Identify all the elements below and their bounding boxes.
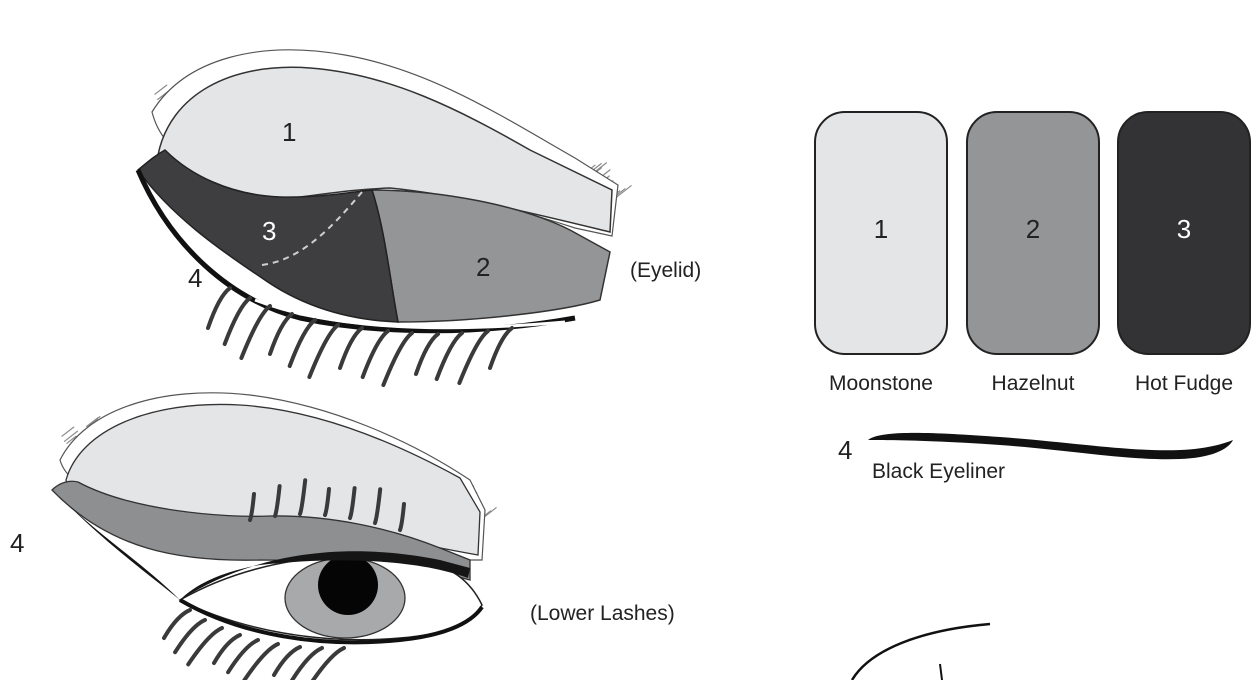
eyelash bbox=[309, 325, 338, 377]
eyeliner-stroke bbox=[868, 433, 1233, 459]
zone-number-4: 4 bbox=[188, 263, 202, 293]
zone-number-1: 1 bbox=[282, 117, 296, 147]
lower-zone-number-4: 4 bbox=[10, 528, 24, 558]
eyelid-diagram: 1 2 3 4 (Eyelid) bbox=[138, 50, 701, 385]
swatch-2-number: 2 bbox=[1026, 214, 1040, 244]
swatch-2-name: Hazelnut bbox=[992, 372, 1075, 395]
zone-number-2: 2 bbox=[476, 252, 490, 282]
lower-lashes-caption: (Lower Lashes) bbox=[530, 602, 675, 625]
swatch-3-name: Hot Fudge bbox=[1135, 372, 1233, 395]
eyelid-caption: (Eyelid) bbox=[630, 259, 701, 282]
swatch-1: 1 Moonstone bbox=[815, 112, 947, 395]
eyeliner-legend: 4 Black Eyeliner bbox=[838, 433, 1233, 483]
eyelash bbox=[437, 333, 462, 379]
eyelash bbox=[383, 333, 412, 385]
swatch-2: 2 Hazelnut bbox=[967, 112, 1099, 395]
eyelash bbox=[241, 306, 270, 358]
swatch-1-number: 1 bbox=[874, 214, 888, 244]
swatch-3-number: 3 bbox=[1177, 214, 1191, 244]
eyelash bbox=[340, 328, 362, 368]
swatch-palette: 1 Moonstone 2 Hazelnut 3 Hot Fudge bbox=[815, 112, 1250, 395]
swatch-3: 3 Hot Fudge bbox=[1118, 112, 1250, 395]
eyelash bbox=[363, 331, 388, 377]
eyelash bbox=[270, 314, 292, 354]
lower-lashes-diagram: 4 (Lower Lashes) bbox=[10, 393, 675, 680]
eyelash bbox=[225, 298, 250, 344]
eyelash bbox=[290, 320, 315, 366]
pupil bbox=[318, 555, 378, 615]
eyelash bbox=[208, 288, 230, 328]
swatch-1-name: Moonstone bbox=[829, 372, 933, 395]
eyelash bbox=[416, 334, 438, 374]
sketch-tick bbox=[940, 664, 942, 680]
eyeliner-name: Black Eyeliner bbox=[872, 460, 1005, 483]
eyelash bbox=[459, 331, 488, 383]
brow-hair bbox=[155, 85, 167, 94]
sketch-arc bbox=[852, 624, 990, 680]
eyeliner-number: 4 bbox=[838, 435, 852, 465]
zone-number-3: 3 bbox=[262, 216, 276, 246]
partial-eye-sketch bbox=[852, 624, 990, 680]
eyelash bbox=[490, 328, 512, 368]
